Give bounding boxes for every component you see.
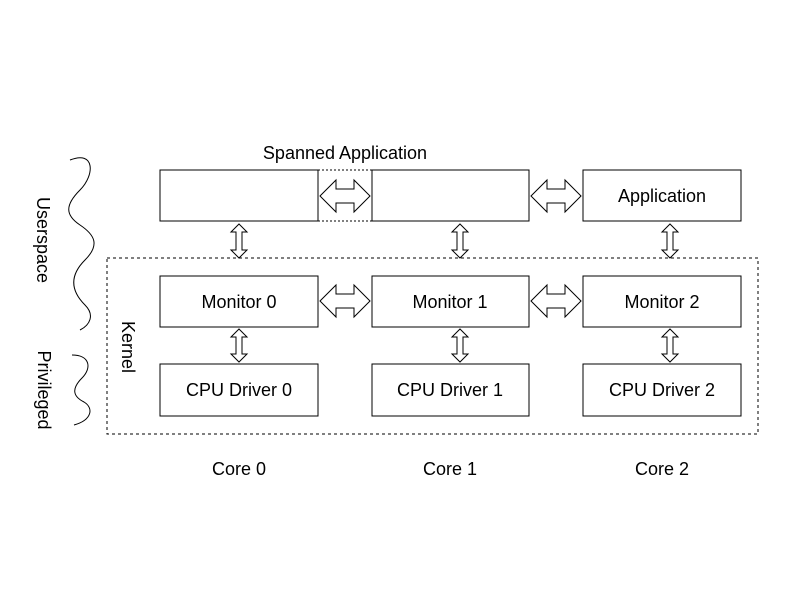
- double-arrow-monitor-0-1: [319, 283, 371, 319]
- double-arrow-app-monitor-2: [660, 223, 680, 259]
- double-arrow-monitor-driver-0: [229, 328, 249, 363]
- application-box: [582, 169, 742, 222]
- cpu-driver-box-2: [582, 363, 742, 417]
- cpu-driver-label-2: CPU Driver 2: [609, 380, 715, 400]
- monitor-box-1: [371, 275, 530, 328]
- spanned-application-part-1: [371, 169, 530, 222]
- privileged-brace: [71, 354, 91, 426]
- double-arrow-spanned-app: [319, 178, 371, 214]
- cpu-driver-label-1: CPU Driver 1: [397, 380, 503, 400]
- monitor-box-0: [159, 275, 319, 328]
- double-arrow-monitor-1-2: [530, 283, 582, 319]
- core-label-0: Core 0: [212, 459, 266, 479]
- core-label-1: Core 1: [423, 459, 477, 479]
- cpu-driver-box-0: [159, 363, 319, 417]
- monitor-label-0: Monitor 0: [201, 292, 276, 312]
- cpu-driver-label-0: CPU Driver 0: [186, 380, 292, 400]
- spanned-application-part-0: [159, 169, 319, 222]
- double-arrow-monitor-driver-2: [660, 328, 680, 363]
- spanned-application-label: Spanned Application: [263, 143, 427, 163]
- monitor-label-1: Monitor 1: [412, 292, 487, 312]
- kernel-label: Kernel: [118, 321, 138, 373]
- double-arrow-app-monitor-1: [450, 223, 470, 259]
- monitor-box-2: [582, 275, 742, 328]
- double-arrow-monitor-driver-1: [450, 328, 470, 363]
- userspace-label: Userspace: [33, 197, 53, 283]
- monitor-label-2: Monitor 2: [624, 292, 699, 312]
- kernel-boundary: [106, 257, 759, 435]
- cpu-driver-box-1: [371, 363, 530, 417]
- userspace-brace: [68, 157, 95, 331]
- application-label: Application: [618, 186, 706, 206]
- privileged-label: Privileged: [34, 350, 54, 429]
- core-label-2: Core 2: [635, 459, 689, 479]
- double-arrow-app-monitor-0: [229, 223, 249, 259]
- double-arrow-app-1-2: [530, 178, 582, 214]
